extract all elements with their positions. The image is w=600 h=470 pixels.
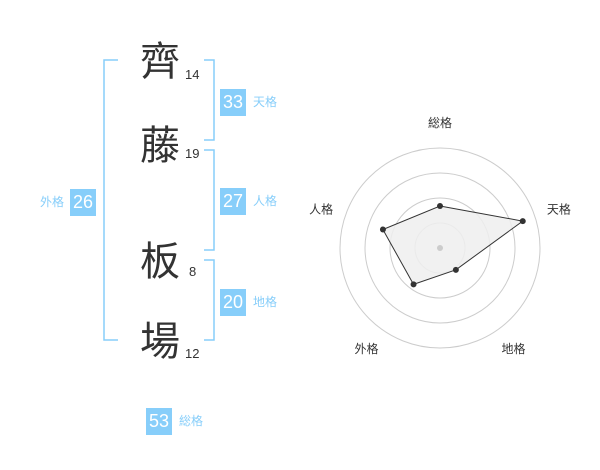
name-char-1: 齊 [140,39,180,85]
radar-points [379,203,526,288]
radar-ring-2 [389,197,491,299]
radar-axis-label-2: 地格 [501,341,525,356]
radar-axis-label-1: 天格 [547,201,571,216]
radar-point-2 [452,266,459,273]
stroke-count-3: 8 [189,264,197,279]
radar-ring-3 [364,172,516,324]
soukaku-value-badge: 53 [146,408,173,435]
radar-point-0 [437,203,443,209]
radar-axis-label-4: 人格 [309,201,333,216]
tenkaku-value-badge: 33 [220,89,247,116]
radar-axis-label-0: 総格 [428,115,452,130]
chikaku-label: 地格 [253,295,278,309]
gaikaku-value-badge: 26 [70,189,97,216]
chikaku-bracket [204,259,215,341]
stroke-count-1: 14 [185,67,200,82]
gaikaku-label: 外格 [40,195,65,209]
stroke-count-4: 12 [185,346,200,361]
soukaku-label: 総格 [179,414,204,428]
radar-center-point [437,245,443,251]
radar-point-1 [519,218,526,225]
radar-grid [339,147,541,349]
jinkaku-value-badge: 27 [220,188,247,215]
radar-point-3 [410,281,417,288]
chikaku-value-badge: 20 [220,289,247,316]
tenkaku-bracket [204,59,215,141]
gaikaku-bracket [103,59,118,341]
radar-polygon [382,205,524,286]
name-char-2: 藤 [140,123,180,169]
jinkaku-bracket [204,149,215,251]
name-char-4: 場 [140,319,180,365]
radar-point-4 [379,226,386,233]
stroke-count-2: 19 [185,146,200,161]
name-char-3: 板 [140,239,180,285]
jinkaku-label: 人格 [253,194,278,208]
radar-axis-label-3: 外格 [354,341,378,356]
tenkaku-label: 天格 [253,95,278,109]
radar-ring-4 [339,147,541,349]
